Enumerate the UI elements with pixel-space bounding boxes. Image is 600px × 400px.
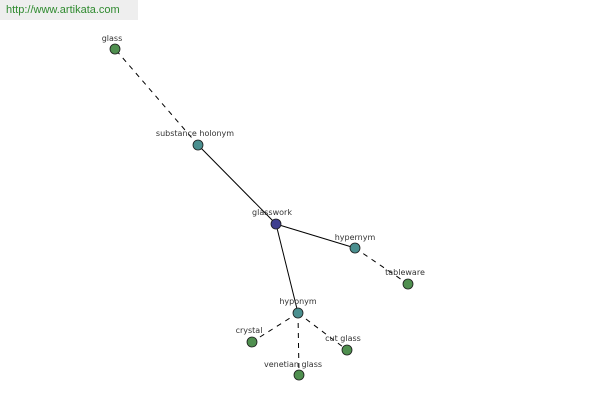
site-url-link[interactable]: http://www.artikata.com xyxy=(0,0,138,20)
node-label: glasswork xyxy=(252,208,292,217)
edge-hyponym-to-cut-glass xyxy=(297,312,348,351)
node-dot[interactable] xyxy=(293,369,305,381)
node-dot[interactable] xyxy=(349,242,361,254)
edges-layer xyxy=(114,48,409,376)
node-dot[interactable] xyxy=(192,139,204,151)
node-label: cut glass xyxy=(325,334,361,343)
node-label: crystal xyxy=(236,326,263,335)
node-glasswork[interactable]: glasswork xyxy=(252,208,292,230)
node-label: tableware xyxy=(385,268,425,277)
node-label: glass xyxy=(102,34,123,43)
node-venetian-glass[interactable]: venetian glass xyxy=(264,360,322,381)
node-dot[interactable] xyxy=(341,344,353,356)
edge-glasswork-to-hyponym xyxy=(275,223,299,314)
node-label: venetian glass xyxy=(264,360,322,369)
node-cut-glass[interactable]: cut glass xyxy=(325,334,361,356)
node-dot[interactable] xyxy=(402,278,414,290)
node-label: hyponym xyxy=(279,297,317,306)
edge-hypernym-to-tableware xyxy=(354,247,409,285)
node-hypernym[interactable]: hypernym xyxy=(335,233,376,254)
node-tableware[interactable]: tableware xyxy=(385,268,425,290)
node-label: hypernym xyxy=(335,233,376,242)
node-substance-holonym[interactable]: substance holonym xyxy=(156,129,234,151)
node-label: substance holonym xyxy=(156,129,234,138)
node-crystal[interactable]: crystal xyxy=(236,326,263,348)
edge-glasswork-to-substance-holonym xyxy=(197,144,277,225)
edge-glasswork-to-hypernym xyxy=(275,223,356,249)
node-dot[interactable] xyxy=(246,336,258,348)
node-hyponym[interactable]: hyponym xyxy=(279,297,317,319)
node-dot[interactable] xyxy=(109,43,121,55)
node-glass[interactable]: glass xyxy=(102,34,123,55)
edge-hyponym-to-venetian-glass xyxy=(297,312,300,376)
edge-substance-holonym-to-glass xyxy=(114,48,199,146)
node-dot[interactable] xyxy=(270,218,282,230)
nodes-layer: glasswork substance holonym hypernym hypony… xyxy=(102,34,425,381)
node-dot[interactable] xyxy=(292,307,304,319)
